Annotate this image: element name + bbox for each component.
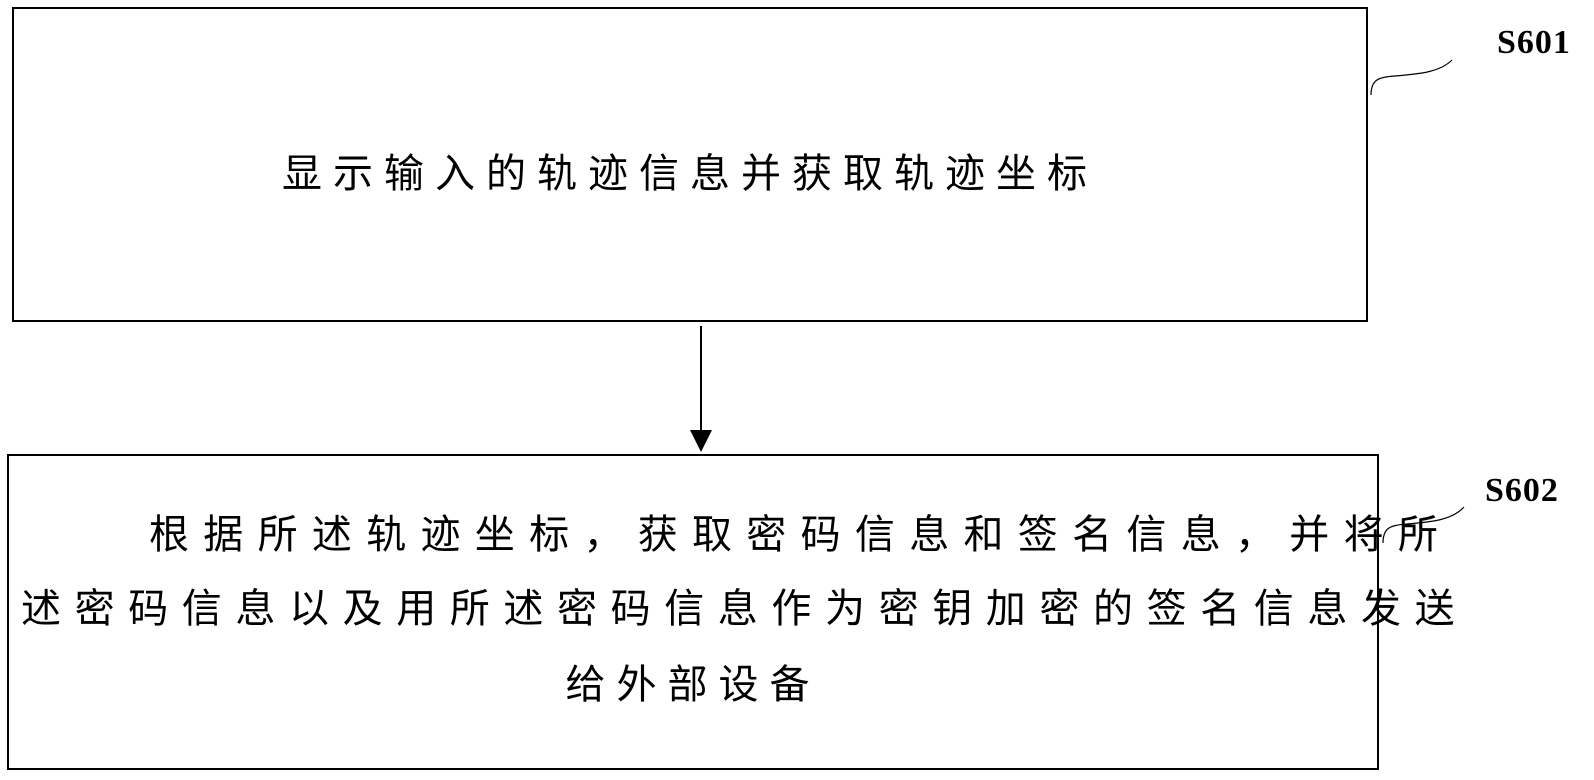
step-s601-box: 显示输入的轨迹信息并获取轨迹坐标 <box>12 7 1368 322</box>
step-s602-text-line-3: 给外部设备 <box>565 662 821 708</box>
step-s601-text: 显示输入的轨迹信息并获取轨迹坐标 <box>282 151 1098 197</box>
step-label-s601: S601 <box>1497 24 1571 61</box>
s602-leader-curve <box>1382 506 1465 544</box>
arrow-down-icon <box>690 326 712 452</box>
step-s602-text-line-1: 根据所述轨迹坐标，获取密码信息和签名信息，并将所 <box>149 512 1453 558</box>
step-s602-box: 根据所述轨迹坐标，获取密码信息和签名信息，并将所 述密码信息以及用所述密码信息作… <box>7 454 1455 770</box>
step-s602-text-line-2: 述密码信息以及用所述密码信息作为密钥加密的签名信息发送 <box>21 586 1469 632</box>
s601-leader-curve <box>1370 59 1453 96</box>
step-label-s602: S602 <box>1485 472 1559 509</box>
